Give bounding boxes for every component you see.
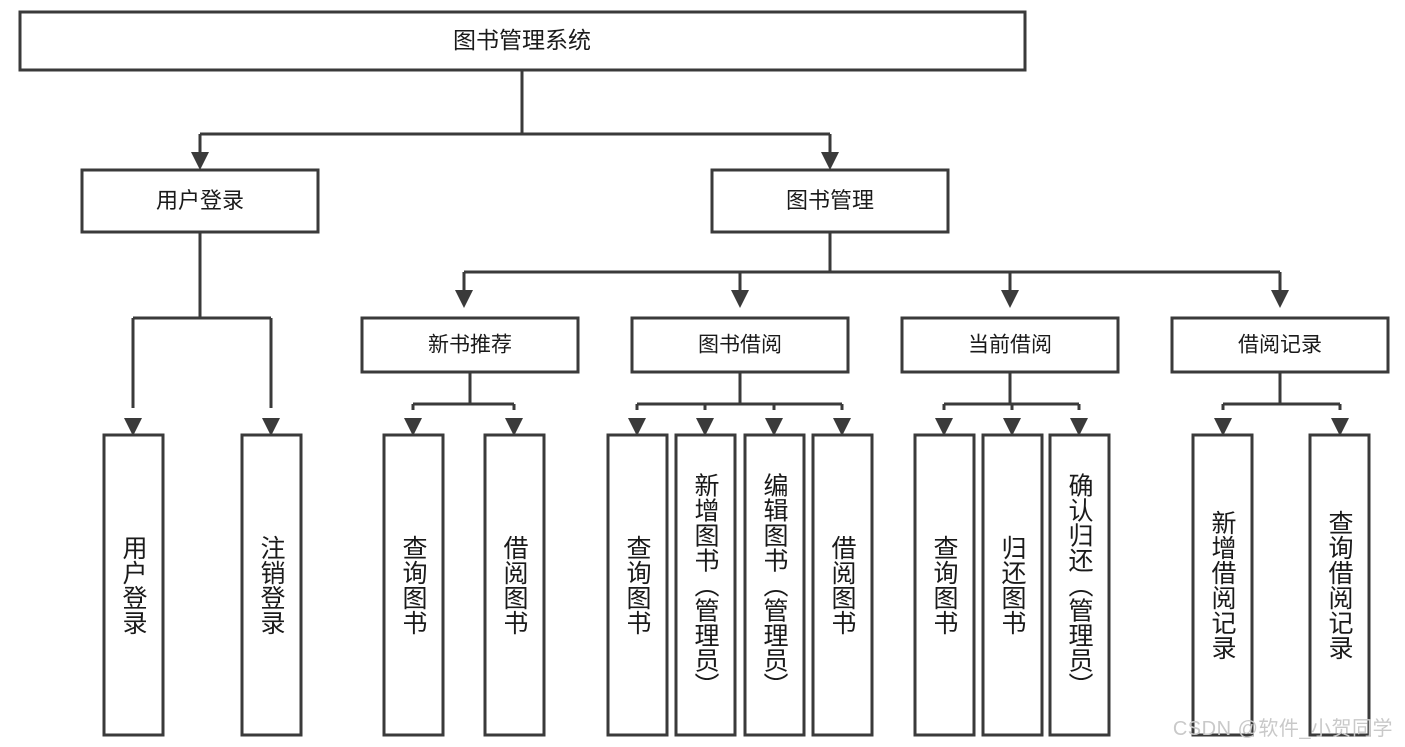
node-leaf-borrow-book-2-label: 借阅图书 [828,535,857,635]
node-leaf-edit-book-label: 编辑图书（管理员） [760,473,789,698]
node-leaf-return-book-box[interactable] [981,433,1044,737]
node-root-label: 图书管理系统 [453,27,591,53]
node-leaf-add-record-box[interactable] [1191,433,1254,737]
node-current-borrow-label: 当前借阅 [968,334,1052,357]
arrow-leaf-add-book [696,418,714,436]
node-leaf-edit-book-box[interactable] [743,433,806,737]
arrow-borrow-record [1271,290,1289,308]
arrow-leaf-return-book [1003,418,1021,436]
arrow-leaf-edit-book [765,418,783,436]
node-leaf-query-book-1-label: 查询图书 [399,535,428,635]
node-leaf-add-book-box[interactable] [674,433,737,737]
arrow-leaf-query-book-1 [404,418,422,436]
node-root-box[interactable] [18,10,1027,72]
node-leaf-query-book-2-label: 查询图书 [623,535,652,635]
node-leaf-query-book-1[interactable]: 查询图书 [382,433,445,737]
node-leaf-edit-book[interactable]: 编辑图书（管理员） [743,433,806,737]
node-book-manage-box[interactable] [710,168,950,234]
node-book-manage[interactable]: 图书管理 [710,168,950,234]
node-leaf-query-book-2[interactable]: 查询图书 [606,433,669,737]
node-leaf-query-book-3[interactable]: 查询图书 [913,433,976,737]
node-leaf-confirm-return-box[interactable] [1048,433,1111,737]
node-leaf-return-book-label: 归还图书 [998,535,1027,635]
node-leaf-return-book[interactable]: 归还图书 [981,433,1044,737]
arrow-leaf-user-logout [262,418,280,436]
node-current-borrow[interactable]: 当前借阅 [900,316,1120,374]
arrow-leaf-query-book-2 [628,418,646,436]
node-new-book-recommend-box[interactable] [360,316,580,374]
node-new-book-recommend[interactable]: 新书推荐 [360,316,580,374]
node-user-login[interactable]: 用户登录 [80,168,320,234]
node-leaf-borrow-book-1-box[interactable] [483,433,546,737]
arrow-leaf-query-book-3 [935,418,953,436]
arrow-leaf-confirm-return [1070,418,1088,436]
arrow-current-borrow [1001,290,1019,308]
node-leaf-borrow-book-1[interactable]: 借阅图书 [483,433,546,737]
node-leaf-borrow-book-1-label: 借阅图书 [500,535,529,635]
arrow-leaf-borrow-book-2 [833,418,851,436]
node-leaf-query-book-1-box[interactable] [382,433,445,737]
node-new-book-recommend-label: 新书推荐 [428,334,512,357]
node-leaf-borrow-book-2-box[interactable] [811,433,874,737]
node-leaf-query-book-2-box[interactable] [606,433,669,737]
node-leaf-borrow-book-2[interactable]: 借阅图书 [811,433,874,737]
node-borrow-record-box[interactable] [1170,316,1390,374]
node-leaf-query-book-3-label: 查询图书 [930,535,959,635]
node-leaf-query-book-3-box[interactable] [913,433,976,737]
node-leaf-add-book-label: 新增图书（管理员） [691,473,720,698]
node-leaf-confirm-return[interactable]: 确认归还（管理员） [1048,433,1111,737]
node-leaf-query-record-box[interactable] [1308,433,1371,737]
edges-layer [124,70,1349,436]
node-leaf-confirm-return-label: 确认归还（管理员） [1065,473,1094,698]
arrow-leaf-borrow-book-1 [505,418,523,436]
node-leaf-query-record-label: 查询借阅记录 [1325,510,1354,660]
node-leaf-add-book[interactable]: 新增图书（管理员） [674,433,737,737]
node-book-borrow-box[interactable] [630,316,850,374]
arrow-leaf-query-record [1331,418,1349,436]
node-user-login-box[interactable] [80,168,320,234]
node-leaf-user-login-box[interactable] [102,433,165,737]
node-leaf-user-logout-box[interactable] [240,433,303,737]
node-current-borrow-box[interactable] [900,316,1120,374]
node-borrow-record[interactable]: 借阅记录 [1170,316,1390,374]
arrow-leaf-user-login [124,418,142,436]
node-leaf-query-record[interactable]: 查询借阅记录 [1308,433,1371,737]
node-leaf-user-logout-label: 注销登录 [257,535,286,635]
node-leaf-add-record-label: 新增借阅记录 [1208,510,1237,660]
arrow-book-borrow [731,290,749,308]
node-leaf-user-login-label: 用户登录 [119,535,148,635]
node-leaf-user-logout[interactable]: 注销登录 [240,433,303,737]
node-user-login-label: 用户登录 [156,188,244,213]
arrow-new-book-recommend [455,290,473,308]
node-root[interactable]: 图书管理系统 [18,10,1027,72]
leaf-nodes-layer: 用户登录 注销登录 查询图书 借阅图书 查询图书 新增图书（管理员） 编辑图书（… [102,433,1371,737]
node-book-manage-label: 图书管理 [786,188,874,213]
node-book-borrow[interactable]: 图书借阅 [630,316,850,374]
arrow-user-login [191,152,209,170]
arrow-book-manage [821,152,839,170]
node-book-borrow-label: 图书借阅 [698,334,782,357]
node-borrow-record-label: 借阅记录 [1238,334,1322,357]
node-leaf-user-login[interactable]: 用户登录 [102,433,165,737]
node-leaf-add-record[interactable]: 新增借阅记录 [1191,433,1254,737]
arrow-leaf-add-record [1214,418,1232,436]
